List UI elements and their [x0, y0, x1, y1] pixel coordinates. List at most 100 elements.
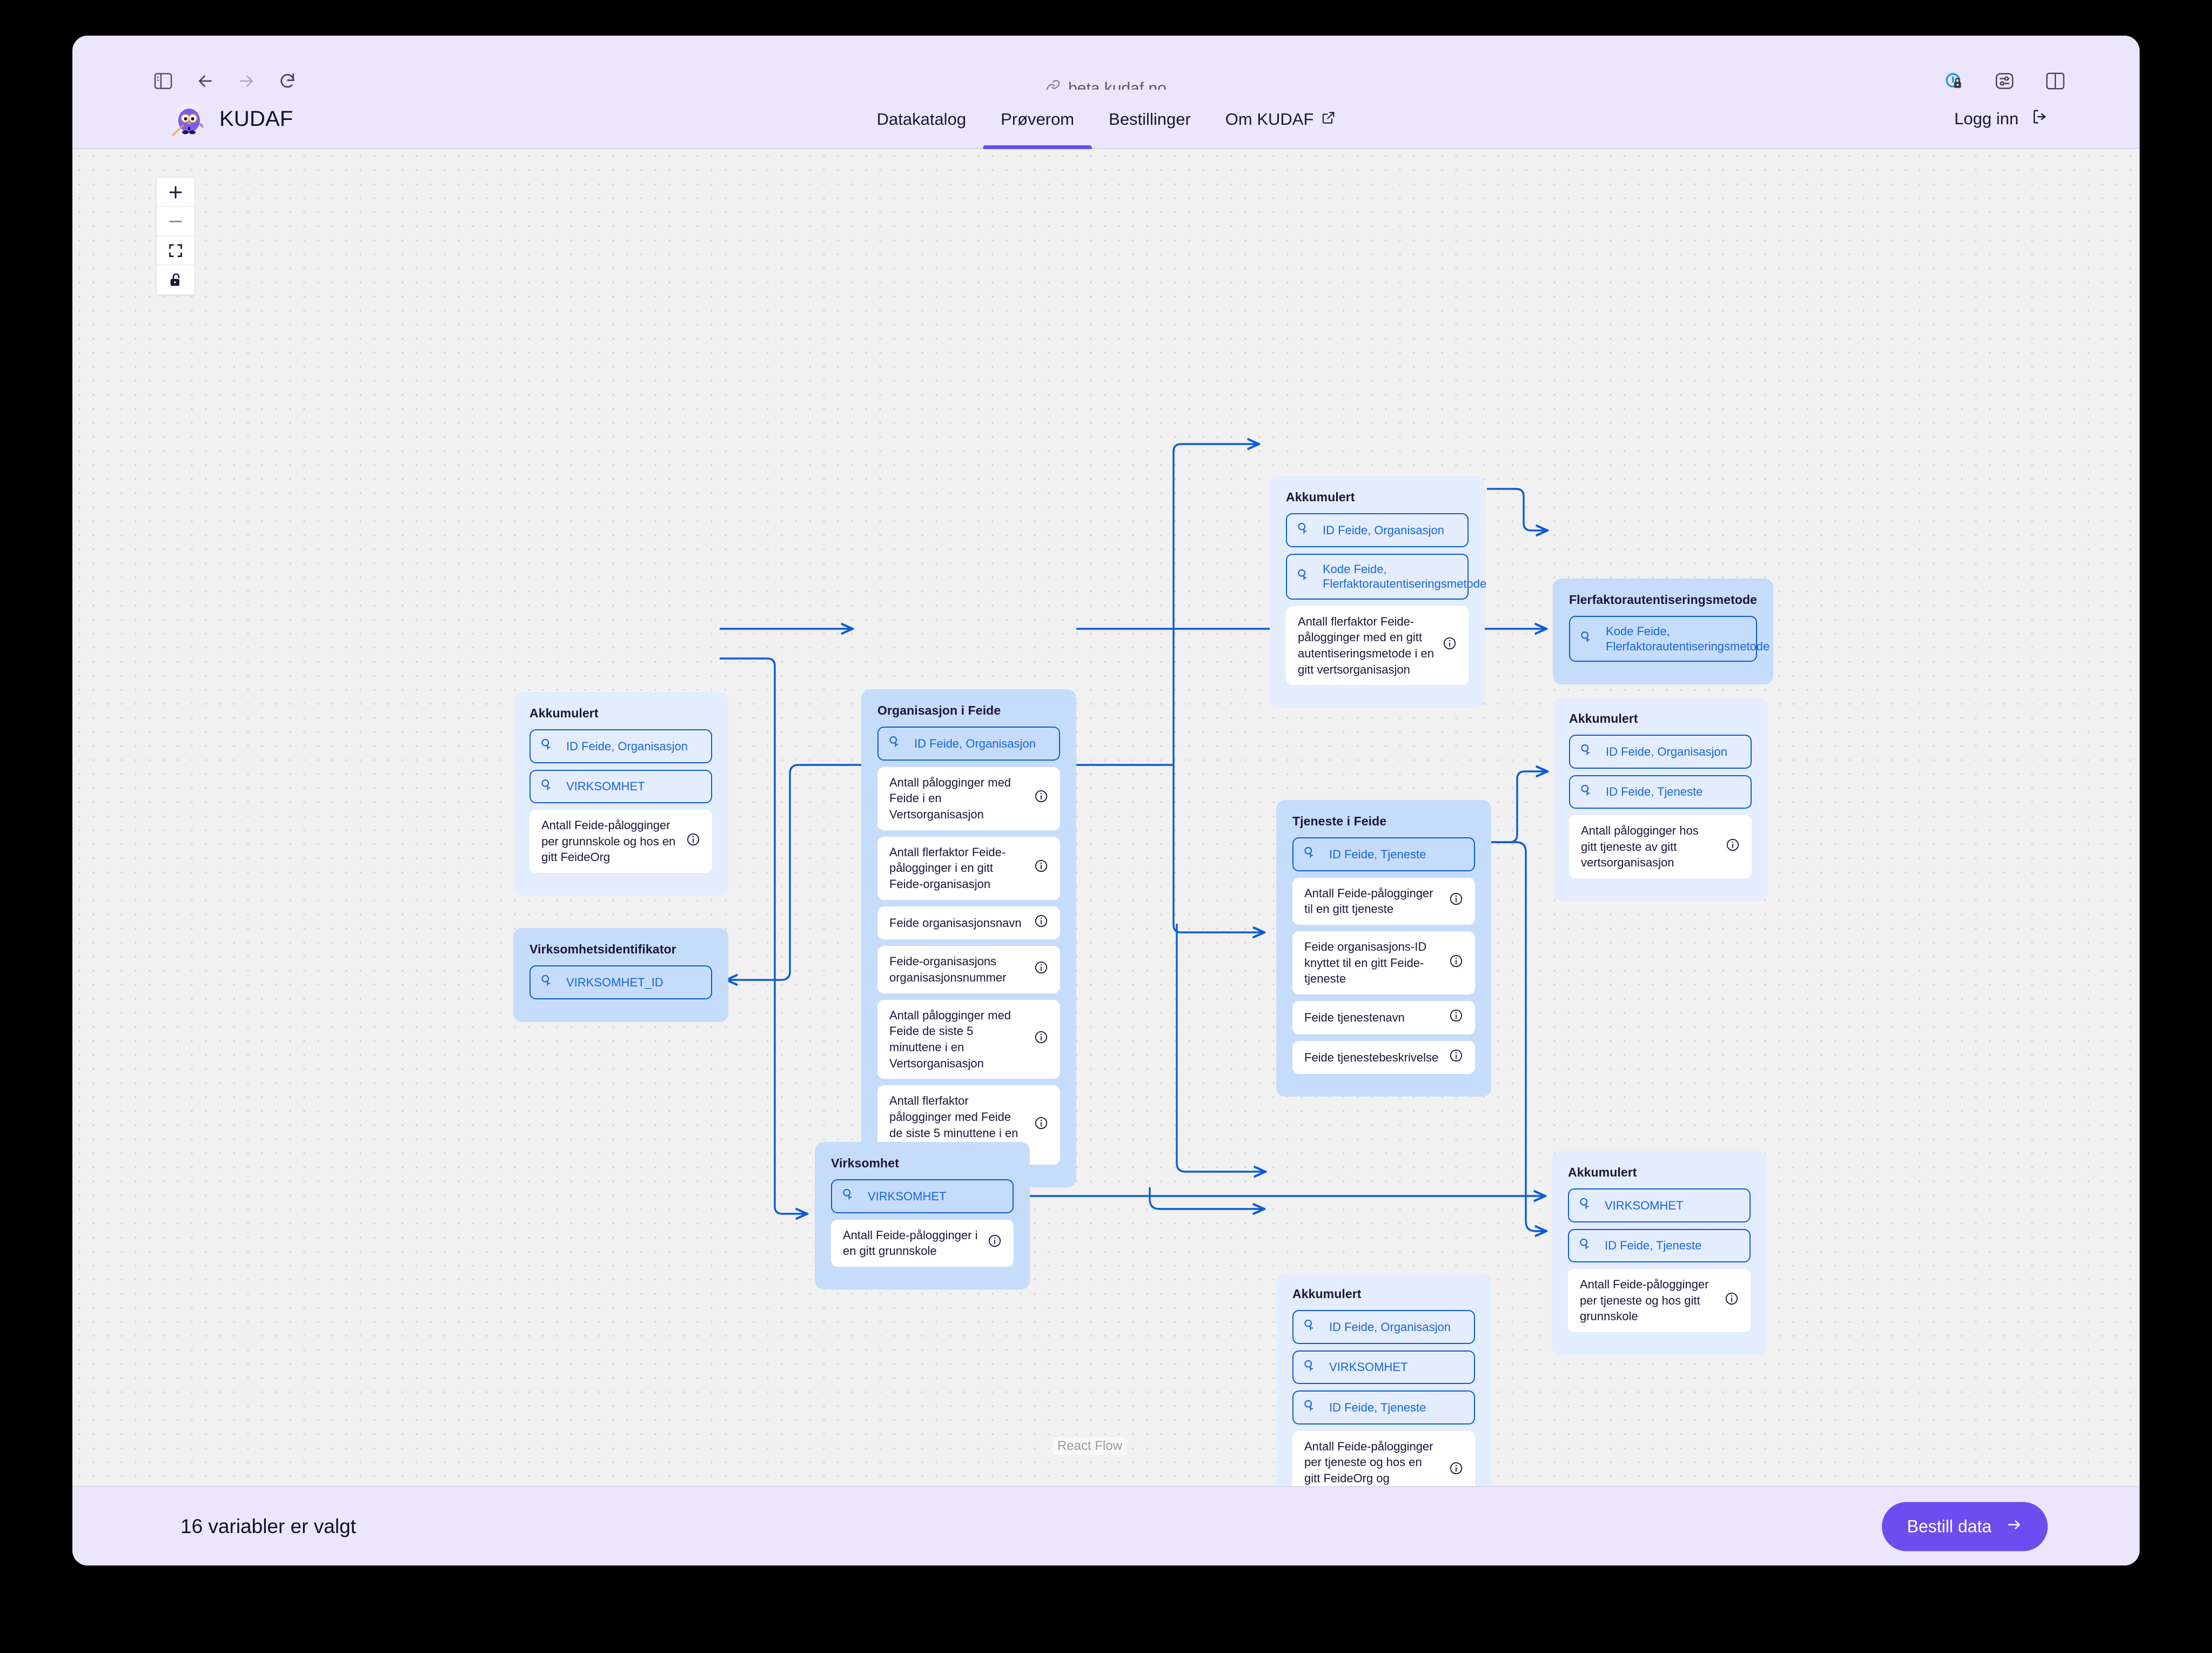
key-icon: [1303, 1359, 1317, 1376]
info-icon[interactable]: [1034, 789, 1048, 808]
variable-field[interactable]: Antall pålogginger hos gitt tjeneste av …: [1569, 815, 1752, 879]
key-label: VIRKSOMHET: [566, 780, 645, 793]
variable-field[interactable]: Antall Feide-pålogginger per tjeneste og…: [1568, 1269, 1751, 1333]
key-field[interactable]: ID Feide, Tjeneste: [1292, 837, 1475, 871]
info-icon[interactable]: [1034, 1116, 1048, 1134]
sidebar-toggle-icon[interactable]: [149, 67, 177, 95]
variable-field[interactable]: Antall Feide-pålogginger i en gitt grunn…: [831, 1219, 1014, 1267]
info-icon[interactable]: [1725, 1292, 1739, 1310]
info-icon[interactable]: [1449, 1009, 1463, 1027]
nav-label: Datakatalog: [876, 110, 967, 129]
browser-toolbar-right: [1940, 67, 2069, 95]
key-icon: [888, 735, 902, 752]
nav-item-bestillinger[interactable]: Bestillinger: [1091, 90, 1208, 149]
key-field[interactable]: ID Feide, Organisasjon: [1292, 1310, 1475, 1344]
key-label: ID Feide, Organisasjon: [914, 736, 1036, 750]
key-field[interactable]: ID Feide, Organisasjon: [877, 727, 1060, 761]
key-icon: [1303, 1318, 1317, 1336]
forward-arrow-icon[interactable]: [232, 67, 260, 95]
logout-arrow-icon: [2032, 109, 2048, 129]
variable-field[interactable]: Feide organisasjonsnavn: [877, 906, 1060, 940]
nav-item-om-kudaf[interactable]: Om KUDAF: [1208, 90, 1353, 149]
info-icon[interactable]: [1726, 838, 1740, 856]
key-label: ID Feide, Organisasjon: [1323, 523, 1444, 537]
key-field[interactable]: ID Feide, Organisasjon: [1286, 513, 1469, 547]
info-icon[interactable]: [1034, 914, 1048, 932]
lock-button[interactable]: [157, 265, 195, 294]
info-icon[interactable]: [1449, 892, 1463, 910]
key-field[interactable]: ID Feide, Organisasjon: [529, 729, 712, 763]
key-field[interactable]: ID Feide, Tjeneste: [1568, 1228, 1751, 1262]
key-field[interactable]: VIRKSOMHET: [831, 1179, 1014, 1213]
key-icon: [1297, 568, 1311, 586]
key-field[interactable]: Kode Feide, Flerfaktorautentiseringsmeto…: [1569, 616, 1769, 662]
key-icon: [1580, 630, 1594, 648]
variable-field[interactable]: Feide organisasjons-ID knyttet til en gi…: [1292, 931, 1475, 995]
variable-field[interactable]: Antall Feide-pålogginger til en gitt tje…: [1292, 877, 1475, 925]
variable-field[interactable]: Feide tjenestebeskrivelse: [1292, 1040, 1475, 1074]
variable-field[interactable]: Antall flerfaktor Feide-pålogginger i en…: [877, 836, 1060, 900]
key-label: ID Feide, Organisasjon: [1606, 744, 1727, 758]
variable-label: Feide tjenestenavn: [1304, 1010, 1405, 1024]
node-title: Organisasjon i Feide: [877, 703, 1001, 717]
zoom-in-button[interactable]: [157, 178, 195, 207]
zoom-out-button[interactable]: [157, 207, 195, 236]
nav-item-proverom[interactable]: Prøverom: [983, 90, 1092, 149]
split-view-icon[interactable]: [2041, 67, 2069, 95]
key-field[interactable]: ID Feide, Tjeneste: [1292, 1390, 1475, 1424]
login-button[interactable]: Logg inn: [1954, 109, 2048, 129]
privacy-lock-icon[interactable]: [1940, 67, 1968, 95]
variable-field[interactable]: Feide-organisasjons organisasjonsnummer: [877, 946, 1060, 993]
variable-field[interactable]: Antall flerfaktor Feide-pålogginger med …: [1286, 606, 1469, 686]
variable-field[interactable]: Antall Feide-pålogginger per tjeneste og…: [1292, 1430, 1475, 1486]
flow-node-org-feide[interactable]: Organisasjon i Feide ID Feide, Organisasj…: [861, 689, 1076, 1188]
info-icon[interactable]: [1449, 954, 1463, 972]
settings-sliders-icon[interactable]: [1990, 67, 2019, 95]
variable-label: Antall pålogginger hos gitt tjeneste av …: [1581, 824, 1699, 870]
key-field[interactable]: VIRKSOMHET: [1568, 1188, 1751, 1222]
info-icon[interactable]: [686, 832, 700, 851]
info-icon[interactable]: [1034, 1030, 1048, 1049]
login-label: Logg inn: [1954, 109, 2019, 128]
variable-label: Antall flerfaktor Feide-pålogginger med …: [1298, 614, 1434, 676]
variable-field[interactable]: Antall pålogginger med Feide de siste 5 …: [877, 999, 1060, 1079]
info-icon[interactable]: [1443, 636, 1457, 655]
info-icon[interactable]: [1034, 960, 1048, 979]
brand-logo-and-name[interactable]: KUDAF: [170, 101, 293, 137]
browser-toolbar: beta.kudaf.no: [72, 36, 2140, 97]
nav-item-datakatalog[interactable]: Datakatalog: [860, 90, 983, 149]
reload-icon[interactable]: [273, 67, 301, 95]
back-arrow-icon[interactable]: [191, 67, 219, 95]
info-icon[interactable]: [1449, 1049, 1463, 1067]
info-icon[interactable]: [1449, 1461, 1463, 1480]
variable-label: Antall pålogginger med Feide de siste 5 …: [889, 1008, 1011, 1070]
key-field[interactable]: VIRKSOMHET_ID: [529, 965, 712, 999]
key-field[interactable]: VIRKSOMHET: [529, 769, 712, 803]
variable-field[interactable]: Antall Feide-pålogginger per grunnskole …: [529, 810, 712, 873]
key-label: Kode Feide, Flerfaktorautentiseringsmeto…: [1323, 562, 1487, 591]
order-data-button[interactable]: Bestill data: [1882, 1502, 2048, 1551]
key-field[interactable]: Kode Feide, Flerfaktorautentiseringsmeto…: [1286, 553, 1486, 600]
key-field[interactable]: ID Feide, Organisasjon: [1569, 735, 1752, 769]
info-icon[interactable]: [1034, 859, 1048, 877]
variable-field[interactable]: Feide tjenestenavn: [1292, 1000, 1475, 1034]
key-field[interactable]: ID Feide, Tjeneste: [1569, 775, 1752, 809]
info-icon[interactable]: [988, 1234, 1002, 1252]
fit-view-button[interactable]: [157, 236, 195, 265]
key-field[interactable]: VIRKSOMHET: [1292, 1350, 1475, 1384]
key-label: VIRKSOMHET: [868, 1189, 947, 1203]
key-icon: [1580, 743, 1594, 761]
key-label: ID Feide, Tjeneste: [1329, 847, 1426, 861]
node-title: Akkumulert: [529, 706, 599, 720]
variable-field[interactable]: Antall pålogginger med Feide i en Vertso…: [877, 767, 1060, 830]
